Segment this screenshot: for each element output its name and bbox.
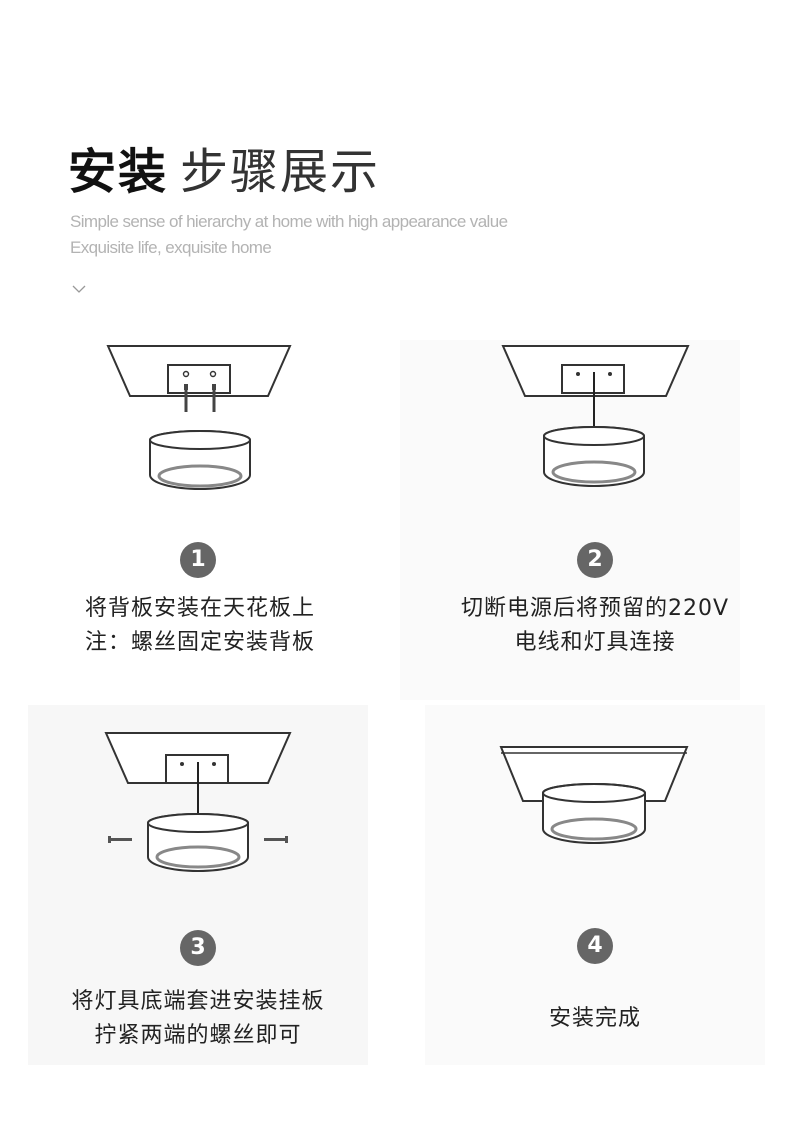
caption-line: 安装完成 (548, 1006, 641, 1031)
step-badge: 2 (577, 542, 613, 578)
step-2-panel: 2 切断电源后将预留的220V 电线和灯具连接 (400, 340, 740, 700)
caption-line: 电线和灯具连接 (514, 630, 676, 655)
step-caption: 切断电源后将预留的220V 电线和灯具连接 (425, 592, 765, 660)
step-caption: 安装完成 (425, 1002, 765, 1036)
step-4-illustration (499, 746, 689, 844)
caption-line: 注：螺丝固定安装背板 (84, 630, 315, 655)
subtitle-line-1: Simple sense of hierarchy at home with h… (70, 212, 508, 231)
step-badge: 4 (577, 928, 613, 964)
caption-line: 拧紧两端的螺丝即可 (94, 1023, 302, 1048)
title-light: 步骤展示 (180, 144, 381, 200)
step-1-panel: 1 将背板安装在天花板上 注：螺丝固定安装背板 (58, 340, 398, 700)
step-4-panel: 4 安装完成 (425, 705, 765, 1065)
step-caption: 将灯具底端套进安装挂板 拧紧两端的螺丝即可 (28, 985, 368, 1053)
step-caption: 将背板安装在天花板上 注：螺丝固定安装背板 (30, 592, 370, 660)
subtitle-line-2: Exquisite life, exquisite home (70, 238, 272, 257)
step-badge: 1 (180, 542, 216, 578)
chevron-down-icon (72, 285, 86, 293)
caption-line: 将灯具底端套进安装挂板 (71, 989, 325, 1014)
step-1-illustration (106, 345, 292, 490)
step-3-illustration (104, 732, 292, 872)
step-3-panel: 3 将灯具底端套进安装挂板 拧紧两端的螺丝即可 (28, 705, 368, 1065)
step-badge: 3 (180, 930, 216, 966)
page-title: 安装步骤展示 (68, 142, 380, 202)
caption-line: 切断电源后将预留的220V (460, 596, 730, 621)
title-bold: 安装 (68, 144, 169, 200)
step-2-illustration (501, 345, 690, 487)
caption-line: 将背板安装在天花板上 (84, 596, 315, 621)
